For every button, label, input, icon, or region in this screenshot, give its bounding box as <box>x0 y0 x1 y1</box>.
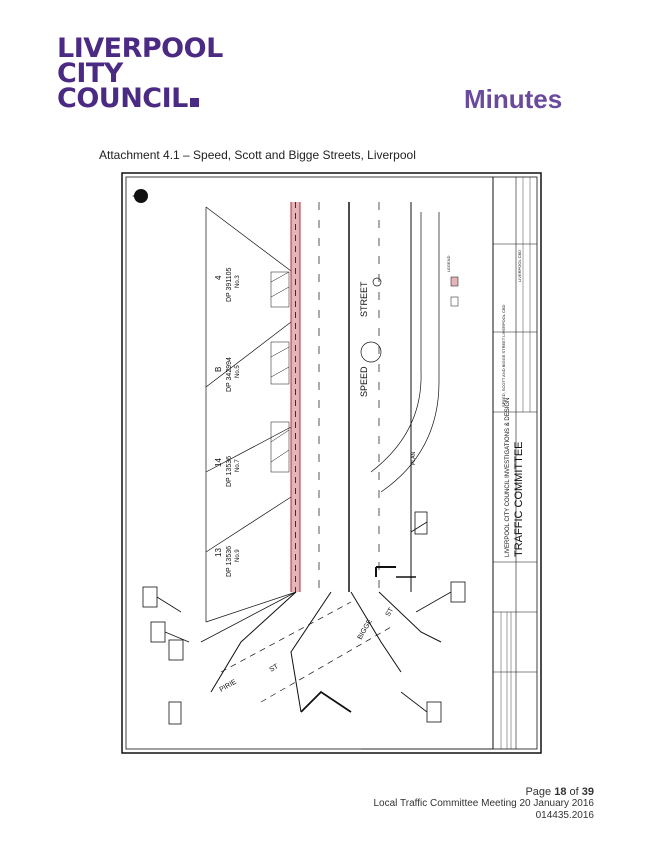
street-label-st1: ST <box>385 606 396 618</box>
lot-no: No.7 <box>235 459 241 472</box>
logo-square-icon <box>189 98 199 107</box>
lot-boundaries <box>205 202 300 623</box>
page-current: 18 <box>554 786 567 798</box>
meeting-info: Local Traffic Committee Meeting 20 Janua… <box>373 798 595 809</box>
title-block-committee: TRAFFIC COMMITTEE <box>513 442 525 558</box>
section-title: Minutes <box>464 84 563 114</box>
page-number: Page 18 of 39 <box>374 786 594 798</box>
street-label-street: STREET <box>359 281 369 317</box>
lot-number: 4 <box>214 275 223 280</box>
legend-swatch-lane <box>450 276 459 287</box>
road-lanes <box>318 202 412 592</box>
sign-icon-1 <box>142 586 158 608</box>
lot-dp: DP 342994 <box>226 357 233 392</box>
title-block-org: LIVERPOOL CITY COUNCIL INVESTIGATIONS & … <box>505 398 511 557</box>
page-total: 39 <box>581 786 594 798</box>
legend: LEGEND <box>446 255 459 307</box>
title-block: LIVERPOOL CITY COUNCIL INVESTIGATIONS & … <box>492 177 537 749</box>
lot-labels: 4 DP 391105 No.3 B DP 342994 No.5 14 DP … <box>214 268 241 577</box>
sign-icon-6 <box>450 581 466 603</box>
sign-icon-5 <box>414 511 428 535</box>
kerb-lane <box>290 202 301 592</box>
lot-no: No.9 <box>235 549 241 562</box>
legend-swatch-hatch <box>450 296 459 307</box>
legend-label: LEGEND <box>446 255 451 272</box>
council-logo: LIVERPOOL CITY COUNCIL <box>57 33 223 114</box>
lot-number: 14 <box>214 458 223 467</box>
sign-callouts <box>142 511 466 725</box>
street-label-speed: SPEED <box>359 366 369 397</box>
title-block-rows <box>500 177 531 749</box>
document-ref: 014435.2016 <box>535 810 594 821</box>
cycle-path <box>360 212 440 493</box>
logo-line-3-text: COUNCIL <box>57 83 188 114</box>
north-arrow-icon <box>132 189 148 203</box>
plan-frame <box>121 172 542 754</box>
lot-no: No.3 <box>235 275 241 288</box>
street-label-st2: ST <box>269 663 281 674</box>
lot-number: 13 <box>214 548 223 557</box>
page-prefix: Page <box>525 786 555 798</box>
logo-line-1: LIVERPOOL <box>57 33 223 64</box>
page-footer: Page 18 of 39 Local Traffic Committee Me… <box>374 786 595 822</box>
sign-icon-7 <box>426 701 442 723</box>
intersection <box>200 566 442 713</box>
lot-number: B <box>214 367 223 372</box>
street-label-bigge: BIGGE <box>357 618 374 641</box>
lot-dp: DP 13536 <box>226 546 233 577</box>
plan-inner-frame <box>125 176 538 750</box>
logo-line-3: COUNCIL <box>57 83 223 114</box>
title-block-project: SPEED, SCOTT AND BIGGE STREET LIVERPOOL … <box>501 304 506 407</box>
sign-icon-3 <box>168 639 184 661</box>
hatched-zones <box>270 271 290 473</box>
logo-line-2: CITY <box>57 58 123 89</box>
lot-dp: DP 13536 <box>226 456 233 487</box>
lot-no: No.5 <box>235 365 241 378</box>
kerb-lane-fill <box>291 202 300 592</box>
plan-label: PLAN <box>411 452 417 465</box>
sign-icon-4 <box>168 701 182 725</box>
street-label-pirie: PIRIE <box>219 678 239 693</box>
lot-dp: DP 391105 <box>226 268 233 302</box>
page-of: of <box>566 786 582 798</box>
sign-icon-2 <box>150 621 166 643</box>
attachment-caption: Attachment 4.1 – Speed, Scott and Bigge … <box>99 148 416 162</box>
engineering-plan: LIVERPOOL CITY COUNCIL INVESTIGATIONS & … <box>121 172 542 754</box>
title-block-location: LIVERPOOL CBD <box>517 250 522 282</box>
